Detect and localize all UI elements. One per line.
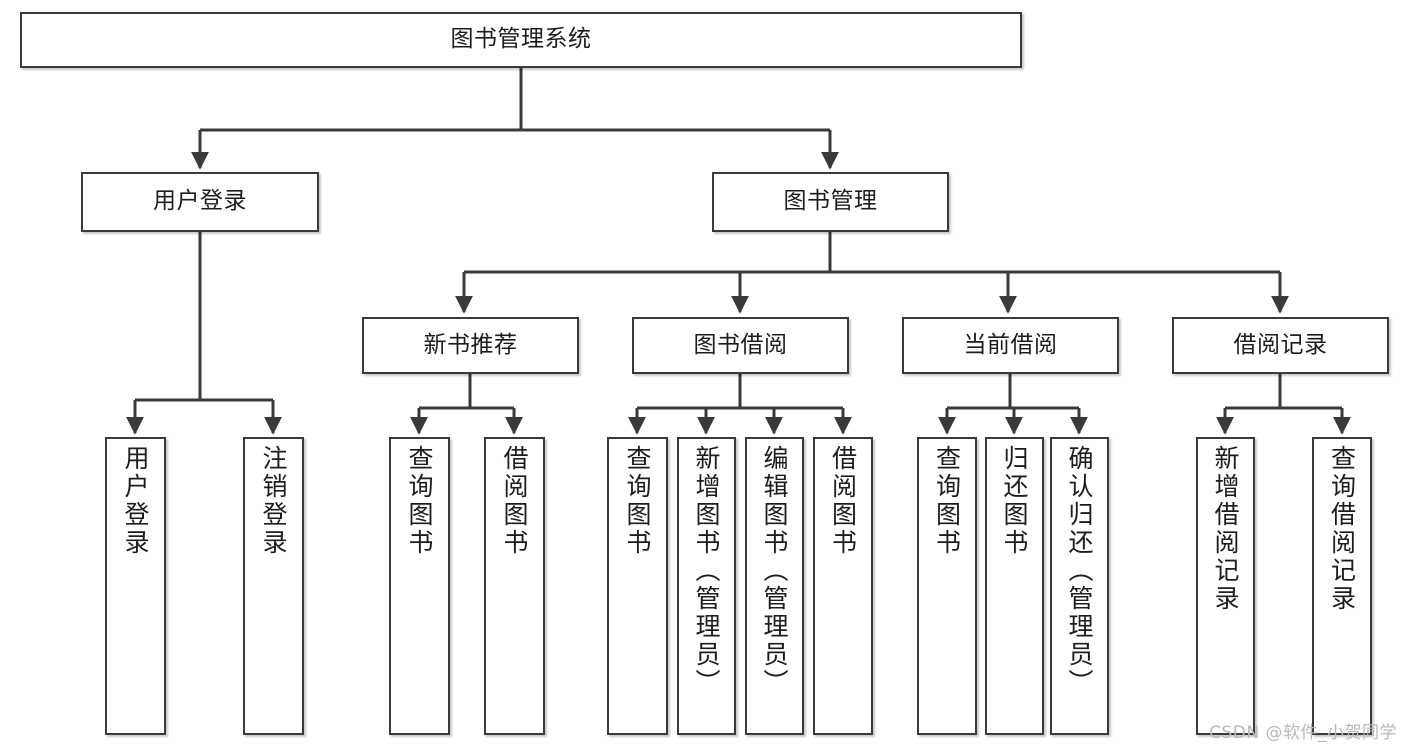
node-label: 借阅记录 bbox=[1233, 331, 1328, 358]
leaf-query-books-current[interactable]: 查询图书 bbox=[917, 437, 977, 735]
node-borrowing-records[interactable]: 借阅记录 bbox=[1172, 317, 1389, 374]
node-user-login[interactable]: 用户登录 bbox=[81, 172, 319, 232]
node-label: 借阅图书 bbox=[500, 445, 529, 557]
node-new-book-recommendation[interactable]: 新书推荐 bbox=[362, 317, 579, 374]
node-label: 查询图书 bbox=[623, 445, 652, 557]
node-label: 用户登录 bbox=[153, 188, 247, 215]
leaf-borrow-books-borrowing[interactable]: 借阅图书 bbox=[813, 437, 873, 735]
node-label: 查询图书 bbox=[405, 445, 434, 557]
node-label: 新增图书（管理员） bbox=[692, 445, 721, 697]
leaf-query-books-borrowing[interactable]: 查询图书 bbox=[607, 437, 668, 735]
leaf-add-borrow-record[interactable]: 新增借阅记录 bbox=[1196, 437, 1255, 735]
node-label: 新书推荐 bbox=[423, 331, 518, 358]
node-label: 图书借阅 bbox=[693, 331, 788, 358]
leaf-add-book-admin[interactable]: 新增图书（管理员） bbox=[677, 437, 736, 735]
node-label: 确认归还（管理员） bbox=[1065, 445, 1094, 697]
leaf-confirm-return-admin[interactable]: 确认归还（管理员） bbox=[1050, 437, 1109, 735]
node-label: 新增借阅记录 bbox=[1211, 445, 1240, 613]
node-label: 当前借阅 bbox=[963, 331, 1058, 358]
node-current-borrowing[interactable]: 当前借阅 bbox=[902, 317, 1119, 374]
leaf-return-books[interactable]: 归还图书 bbox=[985, 437, 1044, 735]
leaf-query-books-newbooks[interactable]: 查询图书 bbox=[389, 437, 450, 735]
leaf-edit-book-admin[interactable]: 编辑图书（管理员） bbox=[745, 437, 804, 735]
node-label: 查询借阅记录 bbox=[1327, 445, 1357, 613]
node-book-borrowing[interactable]: 图书借阅 bbox=[632, 317, 849, 374]
leaf-user-logout[interactable]: 注销登录 bbox=[243, 437, 304, 735]
leaf-borrow-books-newbooks[interactable]: 借阅图书 bbox=[484, 437, 545, 735]
node-label: 图书管理 bbox=[783, 188, 878, 215]
node-label: 注销登录 bbox=[259, 445, 288, 557]
node-root-system[interactable]: 图书管理系统 bbox=[20, 12, 1022, 68]
node-label: 借阅图书 bbox=[828, 445, 858, 557]
node-label: 归还图书 bbox=[1000, 445, 1029, 557]
node-label: 图书管理系统 bbox=[450, 26, 592, 53]
node-label: 查询图书 bbox=[932, 445, 962, 557]
leaf-query-borrow-record[interactable]: 查询借阅记录 bbox=[1312, 437, 1372, 735]
leaf-user-login[interactable]: 用户登录 bbox=[105, 437, 166, 735]
csdn-watermark: CSDN @软件_小贺同学 bbox=[1209, 723, 1397, 743]
node-label: 用户登录 bbox=[121, 445, 150, 557]
node-label: 编辑图书（管理员） bbox=[760, 445, 789, 697]
node-book-management[interactable]: 图书管理 bbox=[712, 172, 949, 232]
